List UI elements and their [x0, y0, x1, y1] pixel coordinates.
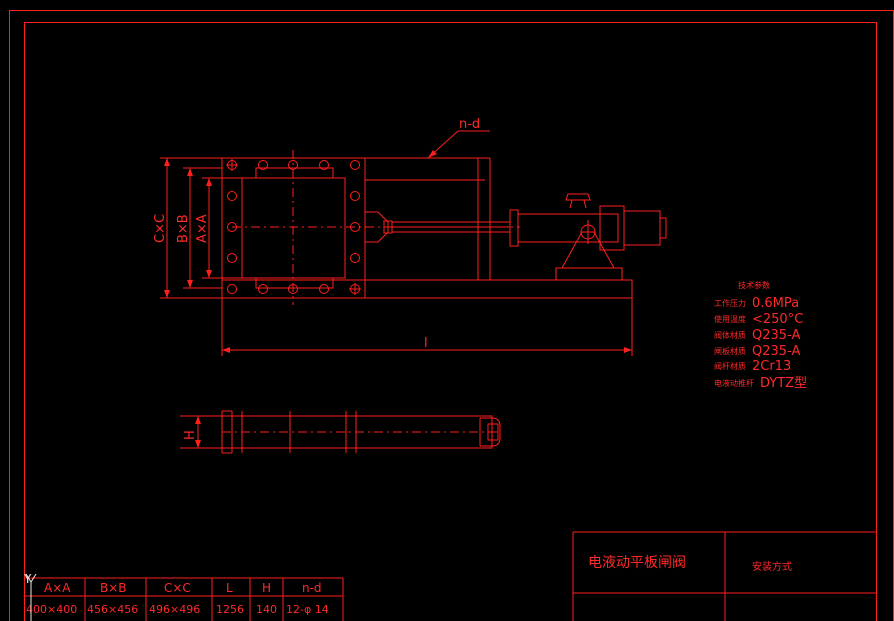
dim-h-label: H	[183, 430, 198, 440]
title-block[interactable]: 电液动平板闸阀 安装方式	[572, 531, 876, 621]
spec-value-3: Q235-A	[752, 344, 800, 359]
cell-c: 496×496	[149, 603, 200, 616]
spec-value-2: Q235-A	[752, 328, 800, 343]
col-header-c: C×C	[164, 581, 191, 595]
nd-label: n-d	[459, 117, 480, 132]
base-frame	[221, 279, 633, 299]
spec-label-5: 电液动推杆	[714, 378, 754, 388]
technical-specs: 技术参数 工作压力 0.6MPa 使用温度 <250°C 阀体材质 Q235-A…	[714, 280, 807, 391]
col-header-h: H	[262, 581, 271, 595]
spec-label-1: 使用温度	[714, 314, 746, 324]
spec-label-3: 闸板材质	[714, 346, 746, 356]
spec-value-5: DYTZ型	[760, 376, 807, 391]
spec-value-0: 0.6MPa	[752, 296, 799, 311]
col-header-l: L	[226, 581, 233, 595]
col-header-b: B×B	[100, 581, 127, 595]
side-view[interactable]: H	[180, 410, 501, 454]
cell-h: 140	[256, 603, 277, 616]
spec-label-0: 工作压力	[714, 298, 746, 308]
cell-nd: 12-φ 14	[286, 603, 329, 616]
spec-label-4: 阀杆材质	[714, 361, 746, 371]
ucs-y-label: Y	[23, 572, 32, 586]
col-header-a: A×A	[44, 581, 71, 595]
specs-title: 技术参数	[738, 280, 770, 290]
hydraulic-actuator	[509, 193, 667, 281]
flange-bolt-holes	[226, 159, 361, 295]
dim-a-label: A×A	[195, 214, 210, 243]
dimension-table[interactable]: A×A B×B C×C L H n-d 400×400 456×456 496×…	[24, 577, 344, 621]
col-header-nd: n-d	[302, 581, 322, 595]
title-mount: 安装方式	[752, 560, 792, 573]
dim-l-label: l	[424, 336, 428, 351]
vertical-dimensions: C×C B×B A×A	[153, 157, 242, 299]
spec-label-2: 阀体材质	[714, 330, 746, 340]
spec-value-1: <250°C	[752, 312, 803, 327]
inner-frame	[24, 22, 877, 621]
length-dimension: l	[221, 298, 633, 356]
cell-l: 1256	[216, 603, 244, 616]
dim-b-label: B×B	[176, 214, 191, 243]
spec-value-4: 2Cr13	[752, 359, 791, 374]
title-name: 电液动平板闸阀	[588, 555, 686, 571]
dim-c-label: C×C	[153, 214, 168, 243]
cell-b: 456×456	[87, 603, 138, 616]
ucs-icon: Y	[23, 572, 37, 621]
cell-a: 400×400	[26, 603, 77, 616]
front-view[interactable]: n-d C×C B×B A×A l	[153, 117, 667, 356]
